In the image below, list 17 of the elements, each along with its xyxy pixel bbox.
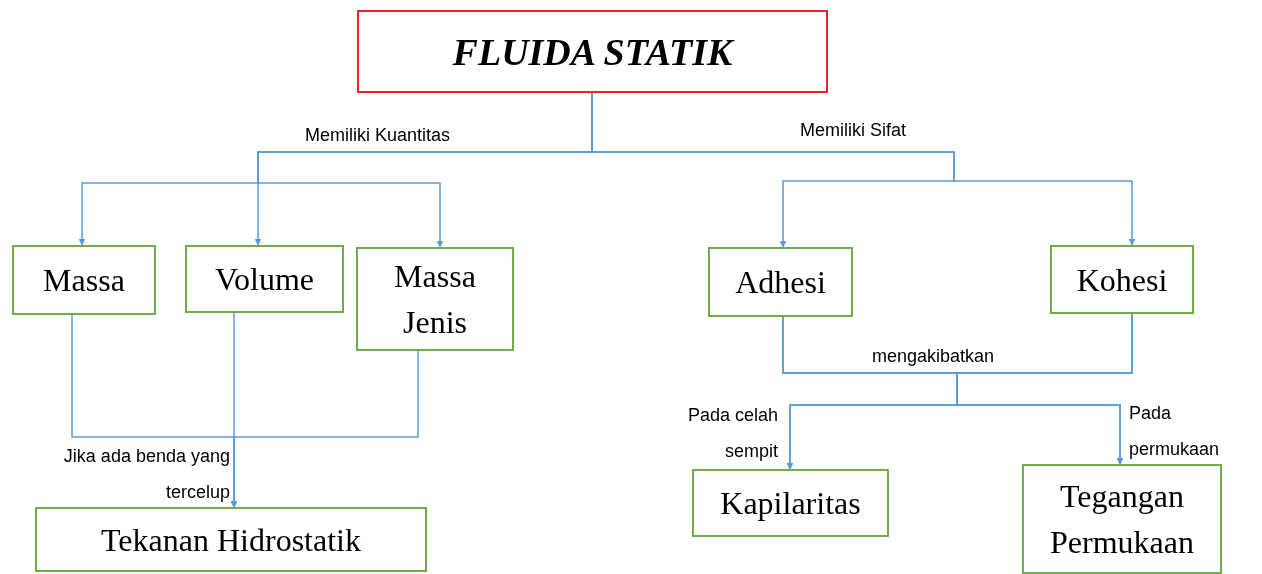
arrow [230, 350, 419, 508]
edge-label: mengakibatkan [872, 345, 996, 368]
edge-label: Memiliki Sifat [800, 119, 907, 142]
concept-box: Massa [12, 245, 156, 315]
concept-box: Massa Jenis [356, 247, 514, 351]
title-box: FLUIDA STATIK [357, 10, 828, 93]
concept-box: Tegangan Permukaan [1022, 464, 1222, 574]
concept-box: Kapilaritas [692, 469, 889, 537]
edge-label: Memiliki Kuantitas [305, 124, 452, 147]
branch-label: Pada permukaan [1129, 402, 1221, 461]
concept-box: Volume [185, 245, 344, 313]
concept-box: Tekanan Hidrostatik [35, 507, 427, 572]
concept-box: Kohesi [1050, 245, 1194, 314]
edge-label: Jika ada benda yang tercelup [62, 445, 230, 504]
arrow [956, 313, 1133, 465]
concept-box: Adhesi [708, 247, 853, 317]
branch-label: Pada celah sempit [686, 404, 778, 463]
